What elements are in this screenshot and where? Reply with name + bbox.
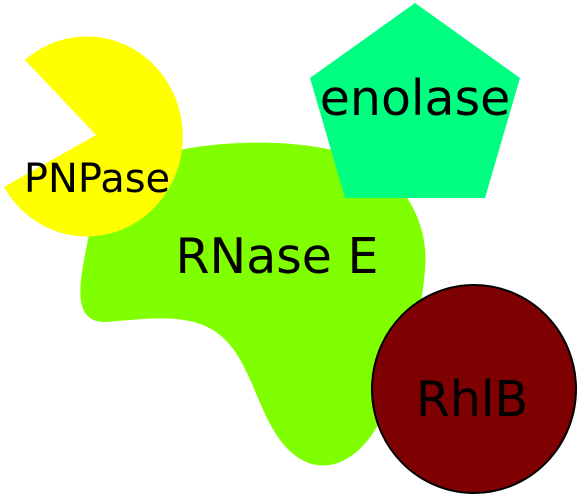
rhlb-shape <box>371 284 577 494</box>
pnpase-label: PNPase <box>24 156 170 202</box>
rhlb-label: RhlB <box>416 371 528 428</box>
rnase-e-label: RNase E <box>176 228 379 285</box>
enolase-label: enolase <box>320 70 511 127</box>
pnpase-shape <box>4 36 183 237</box>
rnase-e-shape <box>80 142 426 466</box>
enolase-shape <box>310 3 520 198</box>
